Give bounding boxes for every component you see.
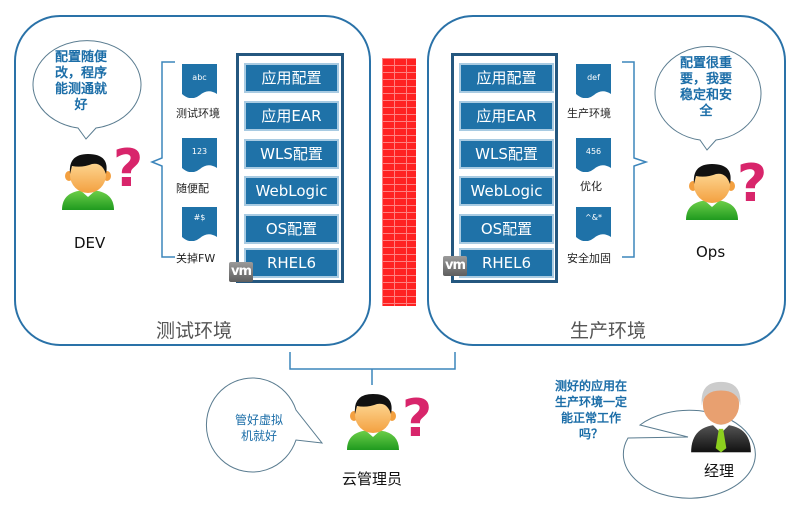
ops-person-icon (682, 160, 742, 220)
stack-item-app-ear: 应用EAR (244, 101, 339, 131)
prod-vm-stack: 应用配置 应用EAR WLS配置 WebLogic OS配置 RHEL6 (451, 53, 558, 283)
dev-person-icon (58, 150, 118, 210)
left-doc-bracket (149, 61, 175, 258)
document-label: 随便配 (176, 182, 209, 195)
document-code: 123 (191, 147, 208, 156)
test-environment-label: 测试环境 (156, 320, 233, 342)
admin-bubble-text: 管好虚拟机就好 (234, 413, 283, 443)
test-vm-stack: 应用配置 应用EAR WLS配置 WebLogic OS配置 RHEL6 (236, 53, 344, 283)
manager-bubble-text: 测好的应用在生产环境一定能正常工作吗？ (555, 379, 628, 441)
cloud-admin-label: 云管理员 (342, 470, 403, 488)
cloud-admin-person-icon (343, 390, 403, 450)
stack-item-app-ear: 应用EAR (459, 101, 554, 131)
dev-speech-bubble (32, 40, 142, 140)
test-environment-panel (14, 15, 371, 346)
stack-item-wls-config: WLS配置 (244, 139, 339, 169)
ops-bubble-text: 配置很重要，我要稳定和安全 (679, 56, 732, 119)
document-label: 安全加固 (567, 252, 611, 265)
manager-label: 经理 (704, 462, 735, 480)
document-code: #$ (193, 213, 206, 222)
bottom-bracket (289, 352, 456, 385)
stack-item-os-config: OS配置 (459, 214, 554, 244)
firewall-wall (382, 58, 416, 306)
document-label: 测试环境 (176, 107, 220, 120)
document-label: 生产环境 (567, 107, 611, 120)
production-environment-panel (427, 15, 786, 346)
stack-item-rhel6: RHEL6 (459, 248, 554, 278)
stack-item-app-config: 应用配置 (459, 63, 554, 93)
question-mark-icon: ? (113, 139, 144, 199)
right-doc-bracket (622, 61, 649, 258)
stack-item-wls-config: WLS配置 (459, 139, 554, 169)
document-icon (576, 138, 611, 172)
vm-badge: vm (443, 256, 467, 276)
document-icon (182, 207, 217, 241)
document-code: ^&* (585, 213, 602, 222)
stack-item-weblogic: WebLogic (244, 176, 339, 206)
manager-person-icon (689, 372, 753, 458)
admin-speech-bubble (205, 377, 324, 473)
document-icon (182, 64, 217, 98)
document-label: 优化 (580, 180, 602, 193)
ops-label: Ops (696, 243, 726, 261)
document-icon (576, 207, 611, 241)
document-icon (576, 64, 611, 98)
dev-label: DEV (74, 234, 106, 252)
vm-badge: vm (229, 262, 253, 282)
dev-bubble-text: 配置随便改，程序能测通就好 (54, 50, 107, 113)
stack-item-os-config: OS配置 (244, 214, 339, 244)
production-environment-label: 生产环境 (570, 320, 647, 342)
question-mark-icon: ? (737, 154, 768, 214)
document-icon (182, 138, 217, 172)
document-label: 关掉FW (176, 252, 216, 265)
document-code: 456 (585, 147, 602, 156)
stack-item-app-config: 应用配置 (244, 63, 339, 93)
ops-speech-bubble (654, 46, 762, 151)
document-code: abc (192, 73, 207, 82)
stack-item-weblogic: WebLogic (459, 176, 554, 206)
document-code: def (587, 73, 600, 82)
question-mark-icon: ? (402, 389, 433, 449)
